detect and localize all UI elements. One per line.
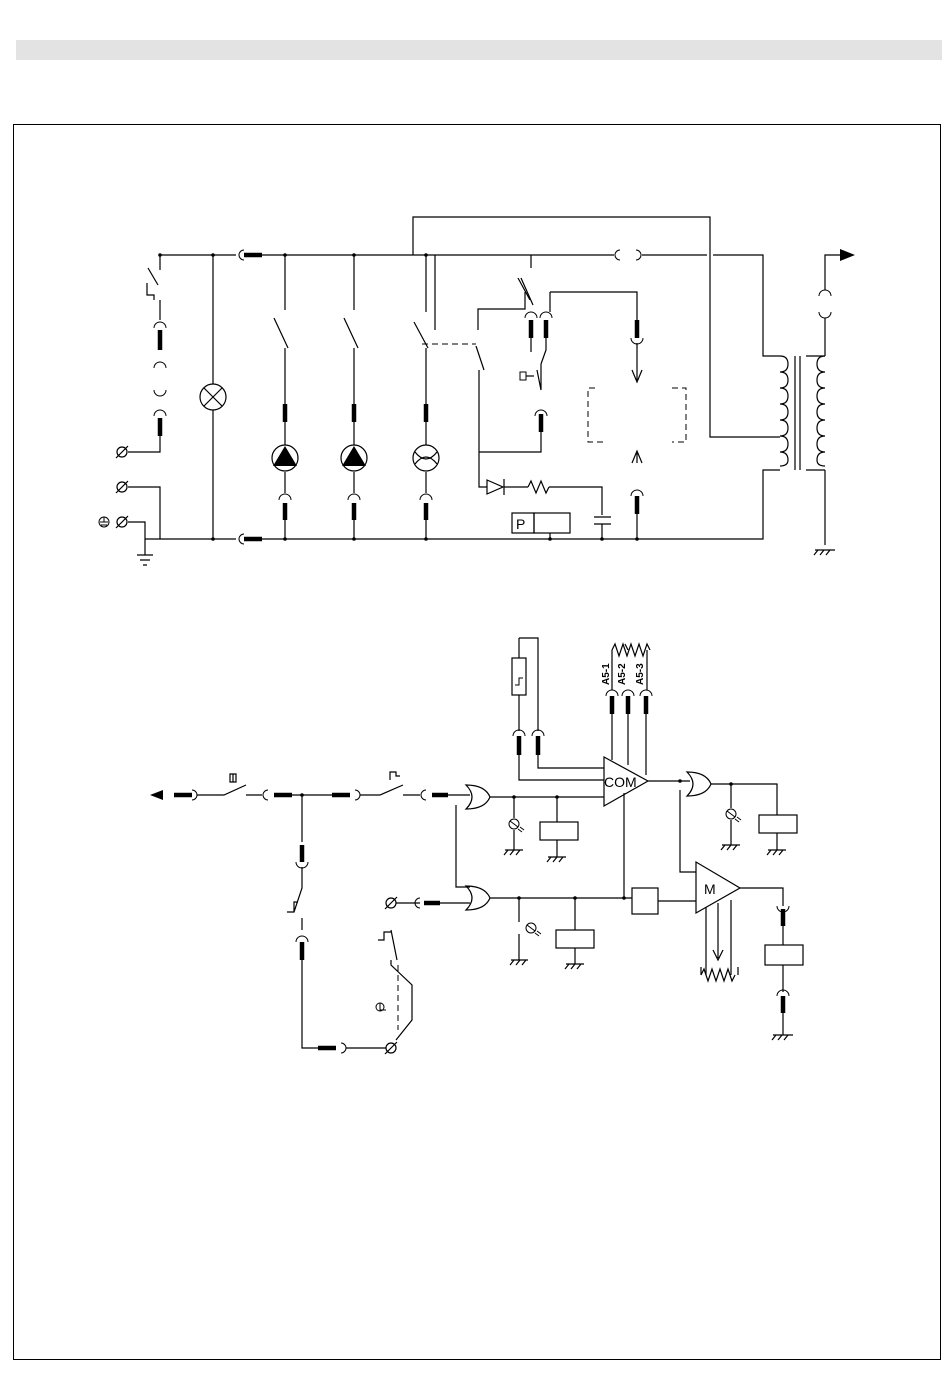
supply-fuse	[154, 362, 166, 396]
bus-connector-2	[615, 250, 641, 260]
input-arrow-icon	[150, 790, 163, 800]
top-bus-wire-4	[713, 255, 780, 356]
heating-group	[588, 320, 686, 539]
level-sensor	[512, 658, 526, 695]
motor-relay-coil	[765, 945, 803, 965]
door-switch	[197, 774, 262, 795]
earth-icon	[99, 517, 109, 527]
float-switch	[287, 867, 302, 930]
pot-label-3: A5-3	[635, 663, 646, 685]
fan-branch	[414, 255, 435, 539]
or-gate-1	[466, 785, 604, 809]
resistor-out-wire	[549, 487, 602, 515]
lower-logic-diagram: COM A5-1 A5-2 A5-3	[150, 638, 803, 1054]
or-gate-2	[466, 886, 632, 910]
comparator-com: COM	[604, 757, 648, 898]
pump-2-icon	[341, 445, 367, 471]
supply-plug-2	[154, 410, 166, 416]
led-icon	[509, 819, 524, 832]
fan-icon	[413, 445, 439, 471]
terminal-n	[116, 481, 160, 539]
secondary-fuse	[819, 290, 831, 318]
secondary-wire	[825, 255, 840, 356]
capacitor-icon	[594, 517, 611, 539]
main-switch	[147, 268, 160, 320]
pump-1-branch	[274, 255, 291, 539]
relay-coil-3	[759, 815, 797, 833]
supply-wire-to-terminal	[128, 436, 160, 452]
junction-dots	[158, 253, 639, 541]
terminal-l	[116, 446, 128, 458]
pressure-switch: P	[512, 513, 570, 539]
thermal-switch	[360, 772, 420, 795]
relay-coil-2	[556, 930, 594, 948]
pot-array	[612, 644, 650, 656]
relay-coil-1	[540, 822, 578, 840]
diode-icon	[487, 479, 504, 495]
transformer-icon	[780, 356, 825, 470]
thermostat-branch	[479, 255, 637, 452]
relay-switch-wire	[478, 278, 530, 330]
bus-connector-housing	[239, 250, 244, 260]
resistor-icon	[528, 481, 549, 493]
terminal-pe	[116, 516, 153, 565]
input-plug	[192, 790, 197, 800]
led-icon-3	[726, 809, 741, 822]
pot-pins	[606, 690, 652, 714]
pot-label-2: A5-2	[617, 663, 628, 685]
pressure-switch-label: P	[516, 516, 525, 532]
led-icon-2	[526, 923, 541, 936]
supply-plug-1	[154, 322, 166, 328]
sensor-icon	[376, 1003, 386, 1011]
pump-1-icon	[272, 445, 298, 471]
motor-amp-label: M	[704, 881, 716, 897]
ground-icon	[814, 550, 835, 555]
relay-contact	[476, 346, 487, 487]
or-gate-3	[687, 772, 777, 815]
upper-circuit-diagram: P	[99, 217, 855, 565]
terminal-b	[385, 1042, 397, 1054]
comparator-label: COM	[604, 774, 637, 790]
pressure-switch-lower	[378, 930, 412, 1040]
output-arrow-icon	[840, 249, 855, 261]
bottom-bus-connector-housing	[239, 534, 244, 544]
timer-block	[632, 888, 658, 914]
pump-2-branch	[344, 255, 360, 539]
pilot-lamp-icon	[200, 384, 226, 410]
control-loop-wire	[413, 217, 780, 437]
pot-label-1: A5-1	[601, 663, 612, 685]
terminal-a	[385, 897, 397, 909]
